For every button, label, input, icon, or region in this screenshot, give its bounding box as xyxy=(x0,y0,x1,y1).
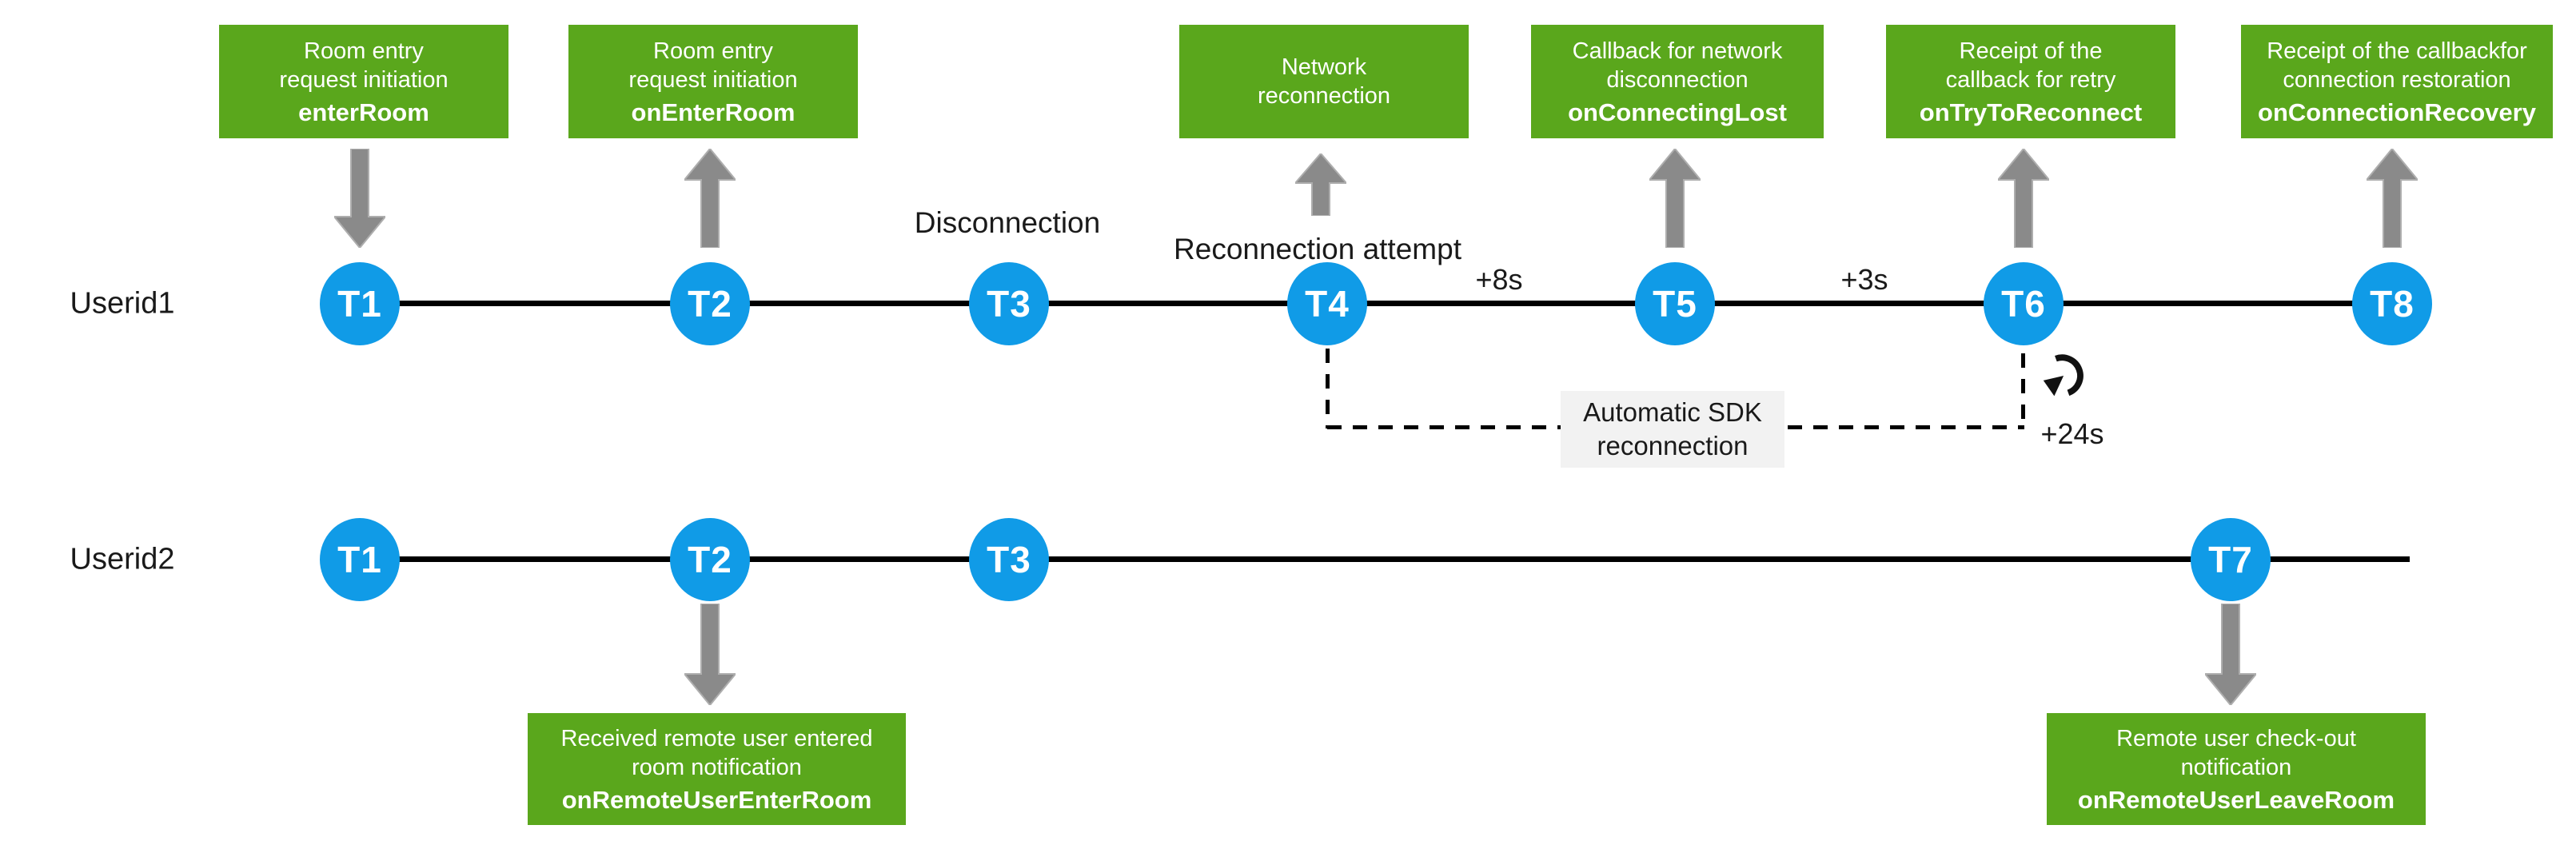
automatic-sdk-reconnection-box: Automatic SDK reconnection xyxy=(1561,391,1784,468)
event-box-callback: onEnterRoom xyxy=(631,98,796,126)
event-box-line2: callback for retry xyxy=(1945,66,2116,93)
up-arrow-icon xyxy=(1293,152,1349,220)
down-arrow-icon xyxy=(2203,603,2259,709)
row1-node-T8: T8 xyxy=(2352,262,2432,345)
event-box-line2: room notification xyxy=(632,754,802,780)
event-box-line1: Received remote user entered xyxy=(560,725,873,751)
disconnection-label: Disconnection xyxy=(914,206,1101,239)
event-box-line2: disconnection xyxy=(1606,66,1749,93)
timeline-row2 xyxy=(348,556,2410,562)
row2-node-T2: T2 xyxy=(670,518,750,601)
event-box-callback: onRemoteUserLeaveRoom xyxy=(2077,785,2395,814)
reconnection-attempt-label: Reconnection attempt xyxy=(1174,233,1461,265)
row1-node-T5: T5 xyxy=(1635,262,1715,345)
event-box-enterroom: Room entry request initiation enterRoom xyxy=(219,25,508,138)
up-arrow-icon xyxy=(1647,147,1703,252)
event-box-network-reconnection: Network reconnection xyxy=(1179,25,1469,138)
event-box-onenterroom: Room entry request initiation onEnterRoo… xyxy=(568,25,858,138)
event-box-callback: onTryToReconnect xyxy=(1919,98,2143,126)
event-box-line2: notification xyxy=(2180,754,2292,780)
event-box-callback: onConnectionRecovery xyxy=(2258,98,2536,126)
dashed-connector-right xyxy=(2021,353,2025,427)
up-arrow-icon xyxy=(1996,147,2052,252)
row1-node-T6: T6 xyxy=(1984,262,2064,345)
row2-node-T7: T7 xyxy=(2191,518,2271,601)
event-box-onremoteuserenterroom: Received remote user entered room notifi… xyxy=(528,713,906,825)
plus-24s-label: +24s xyxy=(2040,417,2104,450)
row1-node-T1: T1 xyxy=(320,262,400,345)
event-box-line1: Receipt of the xyxy=(1959,38,2103,64)
dashed-connector-left xyxy=(1326,349,1330,428)
event-box-line1: Room entry xyxy=(304,38,424,64)
sdk-box-line2: reconnection xyxy=(1597,431,1749,460)
row1-node-T4: T4 xyxy=(1287,262,1367,345)
event-box-line1: Room entry xyxy=(653,38,773,64)
event-box-onremoteuserleaveroom: Remote user check-out notification onRem… xyxy=(2047,713,2426,825)
event-box-line1: Callback for network xyxy=(1572,38,1783,64)
plus-8s-label: +8s xyxy=(1475,263,1523,296)
event-box-line2: connection restoration xyxy=(2283,66,2511,93)
event-box-line2: request initiation xyxy=(628,66,798,93)
up-arrow-icon xyxy=(2364,147,2420,252)
event-box-callback: onRemoteUserEnterRoom xyxy=(561,785,872,814)
event-box-callback: enterRoom xyxy=(298,98,429,126)
row1-node-T3: T3 xyxy=(969,262,1049,345)
event-box-line2: request initiation xyxy=(279,66,449,93)
row1-node-T2: T2 xyxy=(670,262,750,345)
userid1-label: Userid1 xyxy=(70,286,175,321)
timeline-row1 xyxy=(348,301,2395,306)
event-box-line2: reconnection xyxy=(1257,83,1391,109)
event-box-onconnectionrecovery: Receipt of the callbackfor connection re… xyxy=(2241,25,2553,138)
event-box-line1: Remote user check-out xyxy=(2116,725,2356,751)
event-box-line1: Network xyxy=(1281,54,1367,80)
down-arrow-icon xyxy=(332,148,388,252)
plus-3s-label: +3s xyxy=(1840,263,1888,296)
event-box-callback: onConnectingLost xyxy=(1568,98,1787,126)
retry-loop-icon xyxy=(2037,350,2096,403)
row2-node-T3: T3 xyxy=(969,518,1049,601)
event-box-ontrytoreconnect: Receipt of the callback for retry onTryT… xyxy=(1886,25,2175,138)
sdk-box-line1: Automatic SDK xyxy=(1583,397,1762,427)
row2-node-T1: T1 xyxy=(320,518,400,601)
userid2-label: Userid2 xyxy=(70,542,175,576)
event-box-line1: Receipt of the callbackfor xyxy=(2267,38,2527,64)
down-arrow-icon xyxy=(682,603,738,709)
event-box-onconnectinglost: Callback for network disconnection onCon… xyxy=(1531,25,1824,138)
up-arrow-icon xyxy=(682,147,738,252)
